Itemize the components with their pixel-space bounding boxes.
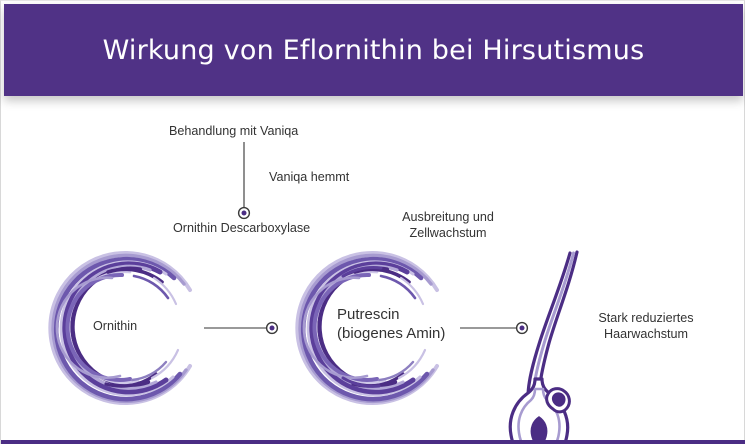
- label-substrate: Ornithin: [93, 319, 138, 333]
- putrescin-to-follicle-connector: [460, 321, 529, 335]
- label-outcome: Stark reduziertes Haarwachstum: [598, 311, 694, 341]
- putrescin-ring-icon: [295, 251, 439, 405]
- pathway-diagram: Behandlung mit Vaniqa Vaniqa hemmt Ornit…: [1, 97, 745, 440]
- label-growth: Ausbreitung und Zellwachstum: [402, 210, 494, 240]
- label-enzyme: Ornithin Descarboxylase: [173, 221, 311, 235]
- label-product: Putrescin (biogenes Amin): [337, 306, 446, 342]
- ornithin-ring-icon: [48, 251, 192, 405]
- odc-connector: [237, 142, 251, 220]
- label-treatment: Behandlung mit Vaniqa: [169, 124, 299, 138]
- bottom-accent-rule: [1, 440, 745, 444]
- hair-follicle-icon: [508, 250, 579, 440]
- title-banner: Wirkung von Eflornithin bei Hirsutismus: [4, 4, 743, 96]
- ornithin-to-putrescin-connector: [204, 321, 279, 335]
- page-title: Wirkung von Eflornithin bei Hirsutismus: [102, 34, 645, 66]
- diagram-graphics: [48, 142, 579, 440]
- label-inhibition: Vaniqa hemmt: [269, 170, 350, 184]
